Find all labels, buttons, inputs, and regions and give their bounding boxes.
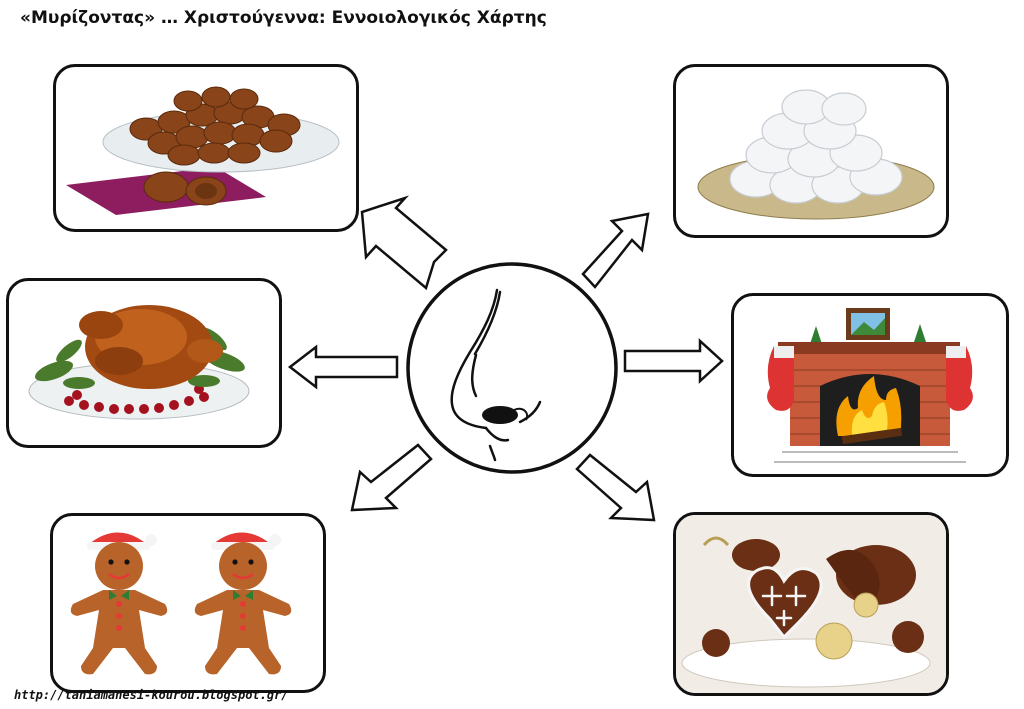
arrow-to-melomakarona	[360, 195, 448, 291]
kourabiedes-cookies-image	[697, 89, 935, 220]
fireplace-image	[767, 308, 973, 463]
node-gingerbread-men	[50, 513, 326, 693]
arrow-to-fireplace	[623, 338, 724, 384]
arrow-to-gingerbread-cookies	[575, 453, 656, 522]
source-url: http://taniamanesi-kourou.blogspot.gr/	[14, 688, 289, 702]
node-turkey	[6, 278, 282, 448]
node-gingerbread-cookies	[673, 512, 949, 696]
gingerbread-men-image	[70, 531, 293, 676]
melomakarona-cookies-image	[66, 86, 340, 215]
arrow-to-gingerbread-men	[350, 443, 433, 512]
gingerbread-cookies-image	[676, 515, 946, 693]
arrow-to-kourabiedes	[581, 212, 650, 289]
center-circle	[406, 262, 618, 474]
node-kourabiedes	[673, 64, 949, 238]
node-fireplace	[731, 293, 1009, 477]
node-melomakarona	[53, 64, 359, 232]
page-title: «Μυρίζοντας» … Χριστούγεννα: Εννοιολογικ…	[20, 8, 547, 28]
arrow-to-turkey	[287, 344, 399, 390]
roast-turkey-image	[28, 305, 250, 420]
nose-icon	[450, 288, 542, 462]
